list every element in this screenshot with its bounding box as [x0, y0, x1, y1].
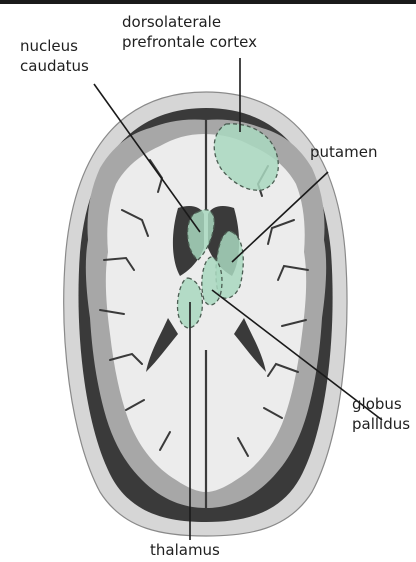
pallidus-label-line2: pallidus	[352, 414, 410, 434]
caudate-label-line2: caudatus	[20, 56, 89, 76]
caudate-label: nucleus caudatus	[20, 36, 89, 76]
pallidus-label: globus pallidus	[352, 394, 410, 434]
pallidus-region	[202, 257, 222, 305]
thalamus-label-text: thalamus	[150, 540, 220, 560]
putamen-label-text: putamen	[310, 142, 377, 162]
putamen-label: putamen	[310, 142, 377, 162]
pallidus-label-line1: globus	[352, 394, 410, 414]
thalamus-label: thalamus	[150, 540, 220, 560]
caudate-label-line1: nucleus	[20, 36, 89, 56]
dlpfc-label: dorsolaterale prefrontale cortex	[122, 12, 257, 52]
dlpfc-label-line2: prefrontale cortex	[122, 32, 257, 52]
dlpfc-label-line1: dorsolaterale	[122, 12, 257, 32]
